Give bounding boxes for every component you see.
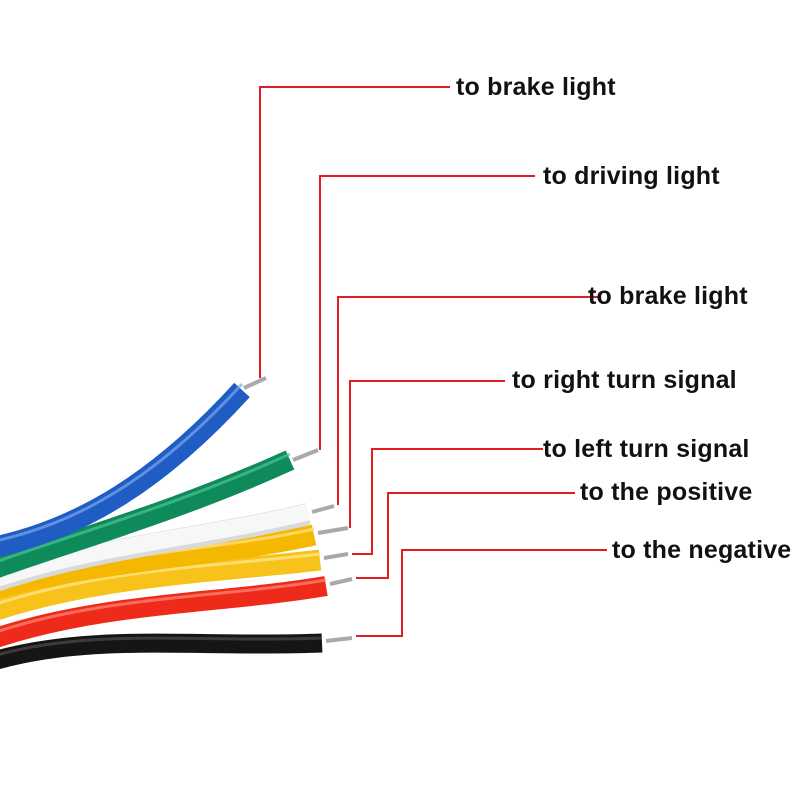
leader-line-left-turn [352, 448, 543, 555]
leader-line-positive [356, 492, 575, 579]
leader-line-driving [319, 175, 535, 450]
label-to-right-turn-signal: to right turn signal [512, 366, 737, 394]
leader-line-right-turn [349, 380, 505, 528]
label-to-the-positive: to the positive [580, 478, 753, 506]
label-to-driving-light: to driving light [543, 162, 720, 190]
wire-green-tip [292, 448, 319, 462]
wire-yellow-lower-tip [323, 552, 349, 560]
wire-black [0, 633, 353, 670]
leader-line-negative [356, 549, 607, 637]
wire-yellow-lower [0, 549, 349, 620]
wire-black-tip [325, 636, 353, 643]
label-to-the-negative: to the negative [612, 536, 792, 564]
wire-blue [0, 376, 267, 557]
label-to-brake-light-top: to brake light [456, 73, 616, 101]
label-to-brake-light: to brake light [588, 282, 748, 310]
wire-white [0, 503, 335, 592]
wire-red [0, 576, 353, 648]
label-to-left-turn-signal: to left turn signal [543, 435, 750, 463]
wire-white-tip [311, 504, 335, 514]
wire-yellow-upper-tip [317, 526, 349, 535]
leader-line-brake-2 [337, 296, 600, 505]
wire-blue-tip [243, 376, 267, 390]
leader-line-brake-1 [259, 86, 450, 378]
wire-green [0, 448, 319, 578]
wire-red-tip [329, 577, 353, 586]
